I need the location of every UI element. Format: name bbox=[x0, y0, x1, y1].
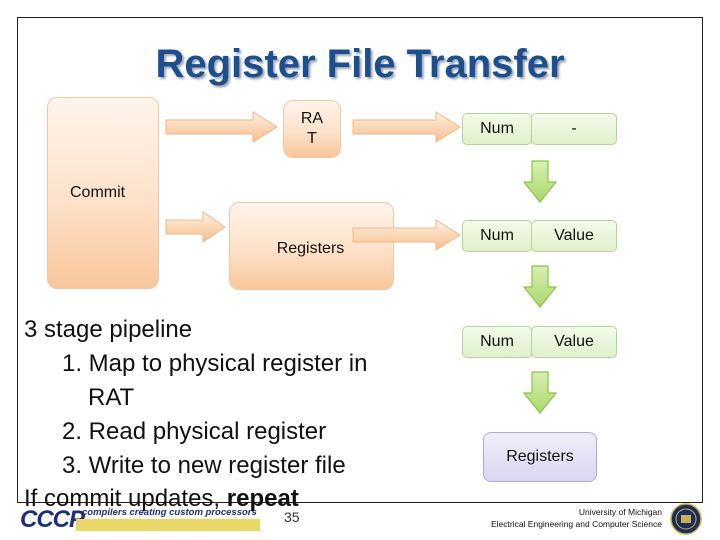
row2-value-cell: Value bbox=[531, 220, 617, 252]
arrow-rat-to-table bbox=[352, 111, 461, 143]
registers-label: Registers bbox=[276, 240, 345, 257]
repeat-line: If commit updates, repeat bbox=[24, 485, 299, 512]
rat-label: RA T bbox=[300, 110, 324, 147]
row3-value-cell: Value bbox=[531, 326, 617, 358]
register-file-label: Registers bbox=[506, 448, 574, 465]
cccp-logo: CCCP compilers creating custom processor… bbox=[20, 506, 260, 533]
down-arrow-3 bbox=[522, 371, 558, 414]
row1-value-cell: - bbox=[531, 113, 617, 145]
registers-box: Registers bbox=[229, 202, 394, 290]
step-1-cont: RAT bbox=[88, 384, 135, 411]
step-2: 2. Read physical register bbox=[62, 418, 327, 445]
university-seal-icon bbox=[670, 503, 702, 535]
down-arrow-1 bbox=[522, 160, 558, 203]
repeat-bold: repeat bbox=[226, 485, 299, 512]
arrow-registers-to-table bbox=[352, 219, 461, 251]
slide-title: Register File Transfer bbox=[155, 42, 565, 86]
commit-box bbox=[47, 97, 159, 289]
department-name: Electrical Engineering and Computer Scie… bbox=[490, 519, 662, 529]
step-3: 3. Write to new register file bbox=[62, 452, 346, 479]
commit-label: Commit bbox=[70, 184, 126, 201]
arrow-commit-to-rat bbox=[165, 111, 278, 143]
logo-tagline: compilers creating custom processors bbox=[82, 507, 257, 518]
logo-text: CCCP bbox=[20, 506, 85, 533]
slide-frame bbox=[17, 17, 703, 503]
arrow-commit-to-registers bbox=[165, 211, 226, 243]
register-file-box: Registers bbox=[483, 432, 597, 482]
row1-num-cell: Num bbox=[462, 113, 532, 145]
step-1: 1. Map to physical register in bbox=[62, 350, 368, 377]
university-name: University of Michigan bbox=[578, 507, 662, 517]
row2-num-cell: Num bbox=[462, 220, 532, 252]
row3-num-cell: Num bbox=[462, 326, 532, 358]
page-number: 35 bbox=[284, 509, 300, 525]
down-arrow-2 bbox=[522, 265, 558, 308]
bullet-heading: 3 stage pipeline bbox=[24, 316, 193, 343]
rat-box: RA T bbox=[283, 100, 341, 158]
